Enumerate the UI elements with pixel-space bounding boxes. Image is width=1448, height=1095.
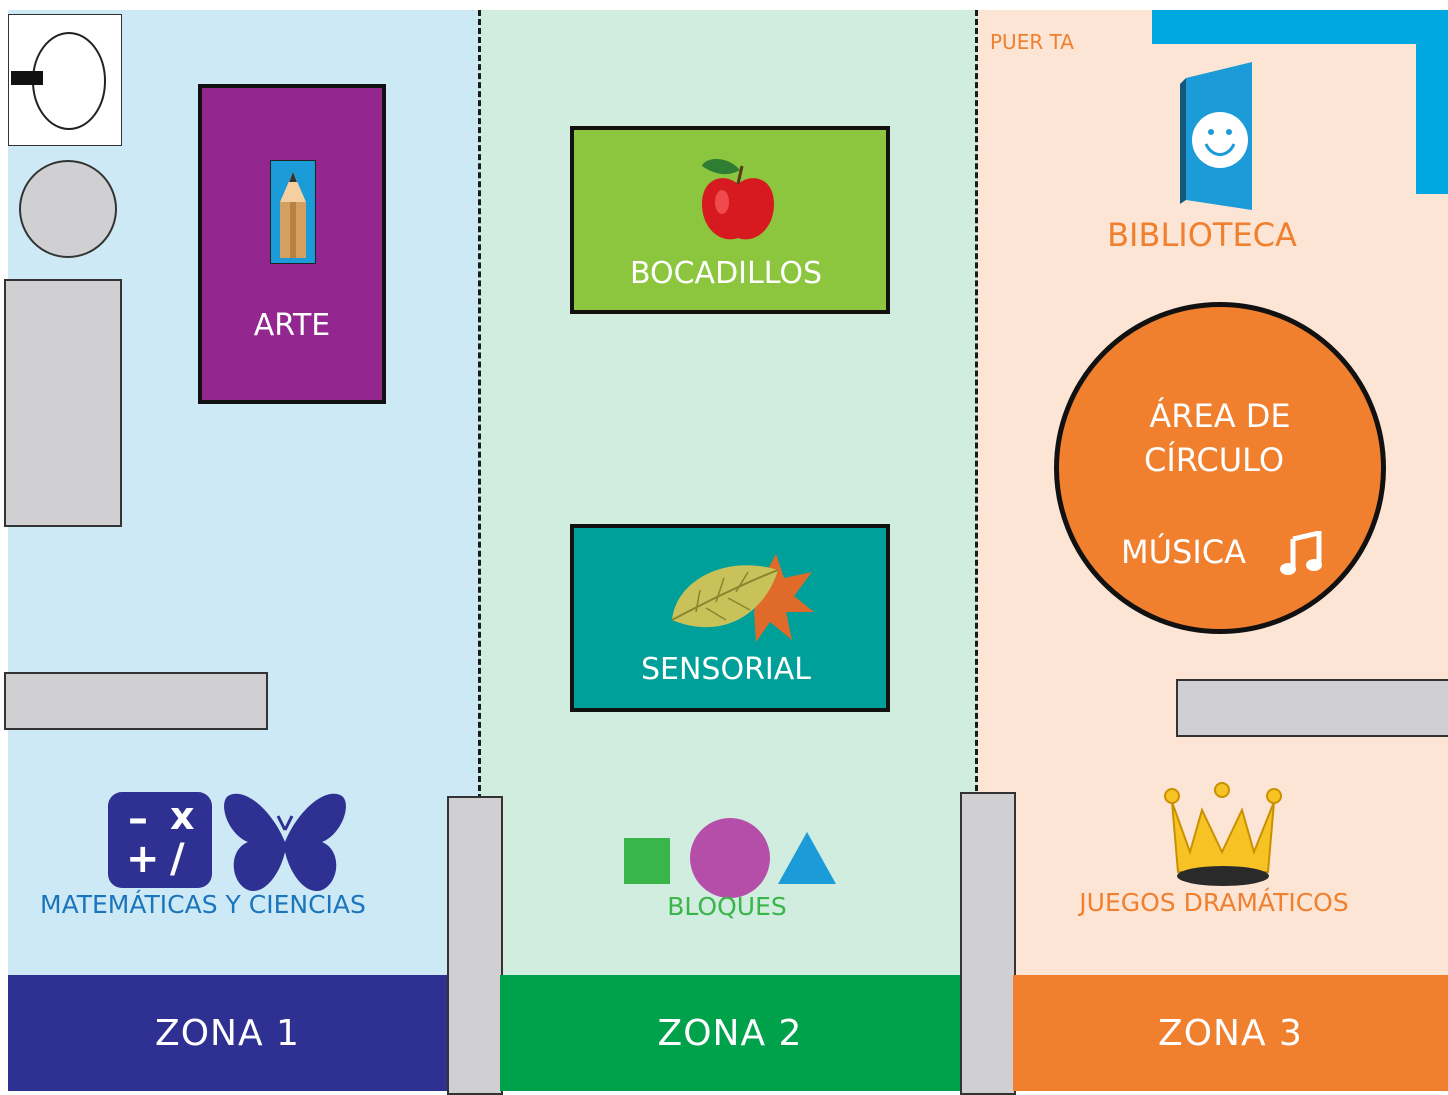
math-symbols-icon: – x + / xyxy=(108,792,212,888)
zone-1-bar: ZONA 1 xyxy=(8,975,447,1091)
arte-label: ARTE xyxy=(253,308,331,343)
triangle-icon xyxy=(778,832,836,884)
book-icon xyxy=(1180,62,1252,210)
shelf-right xyxy=(1176,679,1448,737)
sensorial-table: SENSORIAL xyxy=(570,524,890,712)
sink-icon xyxy=(11,32,106,130)
apple-icon xyxy=(702,159,774,240)
bocadillos-table: BOCADILLOS xyxy=(570,126,890,314)
zone-2-bar: ZONA 2 xyxy=(500,975,960,1091)
biblioteca-label: BIBLIOTECA xyxy=(1107,216,1297,254)
math-science-label: MATEMÁTICAS Y CIENCIAS xyxy=(40,890,366,919)
crown-icon xyxy=(1164,782,1282,886)
wall-post-2 xyxy=(960,792,1016,1095)
juegos-label: JUEGOS DRAMÁTICOS xyxy=(1079,888,1349,917)
door-frame-top xyxy=(1152,10,1448,44)
music-note-icon xyxy=(1280,531,1322,575)
butterfly-icon xyxy=(224,793,346,892)
arte-table: ARTE xyxy=(198,84,386,404)
shelf-left xyxy=(4,279,122,527)
bocadillos-label: BOCADILLOS xyxy=(629,256,823,291)
leaf-icon xyxy=(671,554,814,642)
round-table xyxy=(19,160,117,258)
square-icon xyxy=(624,838,670,884)
zone-1-label: ZONA 1 xyxy=(155,1012,300,1054)
wall-post-1 xyxy=(447,796,503,1095)
zone-divider-2 xyxy=(975,10,978,800)
circle-icon xyxy=(690,818,770,898)
circle-area: ÁREA DE CÍRCULO MÚSICA xyxy=(1054,302,1386,634)
zone-2-label: ZONA 2 xyxy=(657,1012,803,1054)
pencil-icon xyxy=(270,160,316,264)
zone-3-bar: ZONA 3 xyxy=(1013,975,1448,1091)
sink-fixture xyxy=(8,14,122,146)
zone-3-label: ZONA 3 xyxy=(1158,1012,1303,1054)
circle-area-line1: ÁREA DE xyxy=(1149,397,1291,435)
door-frame-side xyxy=(1416,10,1448,194)
sensorial-label: SENSORIAL xyxy=(640,652,812,687)
shelf-bottom-left xyxy=(4,672,268,730)
musica-label: MÚSICA xyxy=(1121,533,1247,571)
circle-area-line2: CÍRCULO xyxy=(1143,441,1285,479)
bloques-label: BLOQUES xyxy=(667,892,787,921)
door-label: PUER TA xyxy=(990,30,1074,54)
zone-divider-1 xyxy=(478,10,481,800)
